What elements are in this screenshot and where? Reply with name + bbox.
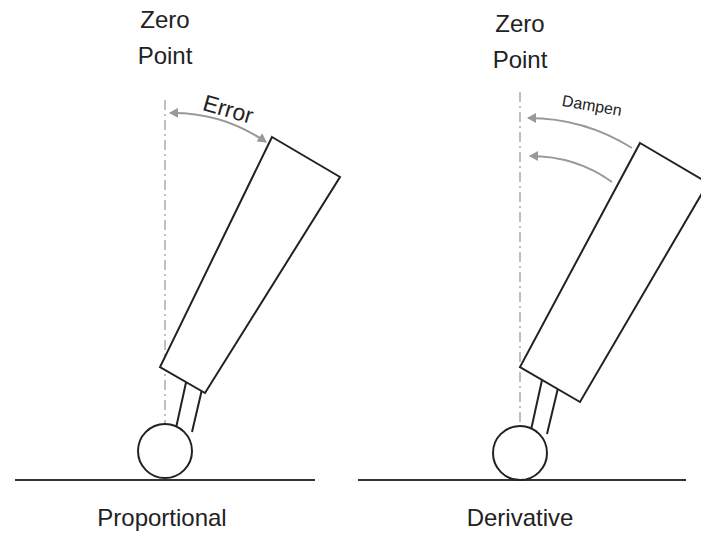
pendulum-body <box>160 137 340 393</box>
pivot-ball <box>493 426 547 480</box>
pivot-ball <box>138 424 192 478</box>
ground-line <box>15 479 315 481</box>
panel-caption: Proportional <box>52 500 272 536</box>
axis-label: Zero Point <box>475 6 565 78</box>
dampen-arrow <box>528 118 632 148</box>
dampen-arrow <box>530 156 612 182</box>
pendulum-neck <box>531 380 558 434</box>
panel-caption: Derivative <box>410 500 630 536</box>
pendulum-body <box>520 143 701 402</box>
error-label: Error <box>171 81 284 138</box>
zero-line <box>164 100 166 448</box>
axis-label: Zero Point <box>120 2 210 74</box>
zero-line <box>519 92 521 450</box>
